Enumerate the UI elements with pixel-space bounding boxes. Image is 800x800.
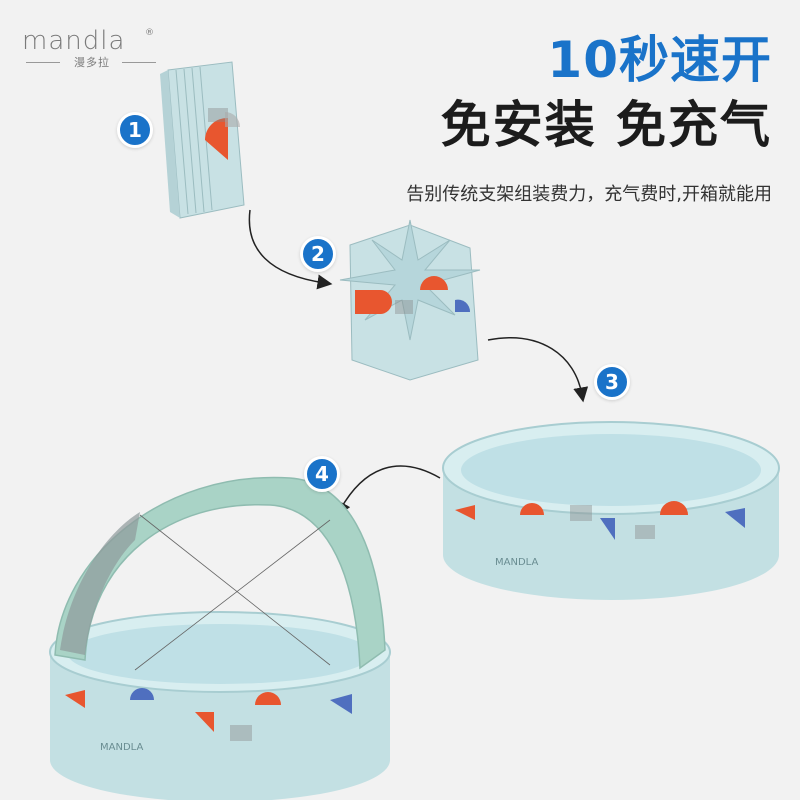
- unfolding-pool-star: [339, 219, 481, 381]
- step-badge-3: 3: [594, 364, 630, 400]
- brand-logo: mandla ® 漫多拉: [22, 26, 162, 72]
- registered-mark: ®: [145, 28, 154, 38]
- headline-features: 免安装 免充气: [440, 96, 772, 154]
- pool-brand-label: MANDLA: [100, 742, 143, 753]
- headline-speed: 10秒速开: [547, 31, 772, 89]
- headline: 10秒速开 免安装 免充气: [441, 28, 772, 158]
- step-badge-1: 1: [117, 112, 153, 148]
- open-pool: MANDLA: [442, 421, 780, 600]
- curved-arrow-icon: [487, 337, 589, 403]
- pool-with-canopy: MANDLA: [49, 476, 391, 800]
- logo-divider-right: [122, 62, 156, 63]
- brand-wordmark: mandla: [22, 26, 126, 56]
- curved-arrow-icon: [248, 209, 333, 290]
- step-badge-2: 2: [300, 236, 336, 272]
- brand-subname: 漫多拉: [74, 56, 110, 69]
- logo-divider-left: [26, 62, 60, 63]
- curved-arrow-icon: [336, 465, 441, 517]
- pool-brand-label: MANDLA: [495, 557, 538, 568]
- subtitle: 告别传统支架组装费力，充气费时,开箱就能用: [406, 184, 772, 205]
- step-badge-4: 4: [304, 456, 340, 492]
- folded-pool-stack: [160, 61, 245, 219]
